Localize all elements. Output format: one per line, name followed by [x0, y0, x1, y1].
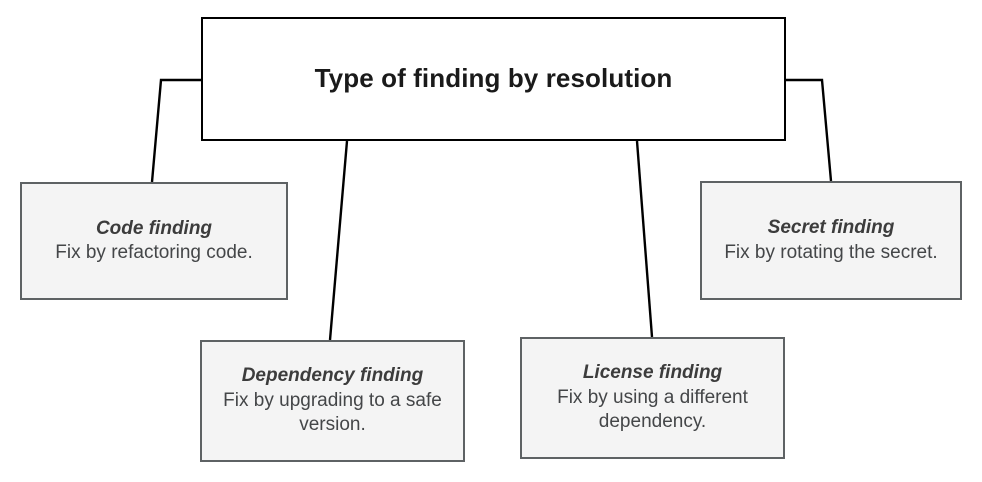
node-secret-finding[interactable]: Secret finding Fix by rotating the secre… — [700, 181, 962, 300]
connector-root-to-dependency — [328, 140, 349, 341]
node-dependency-finding-title: Dependency finding — [241, 365, 424, 387]
connector-root-to-license — [635, 140, 654, 338]
node-license-finding-description: Fix by using a different dependency. — [557, 387, 748, 433]
node-root-label: Type of finding by resolution — [314, 63, 673, 94]
node-code-finding[interactable]: Code finding Fix by refactoring code. — [20, 182, 288, 300]
connector-root-to-secret — [786, 78, 833, 182]
node-secret-finding-description: Fix by rotating the secret. — [724, 241, 938, 263]
node-dependency-finding-description: Fix by upgrading to a safe version. — [223, 390, 442, 436]
node-code-finding-title: Code finding — [95, 217, 213, 239]
node-secret-finding-title: Secret finding — [767, 217, 895, 238]
node-code-finding-description: Fix by refactoring code. — [55, 242, 253, 264]
node-license-finding-title: License finding — [582, 362, 723, 384]
node-root[interactable]: Type of finding by resolution — [201, 17, 786, 141]
connector-root-to-code — [150, 78, 201, 183]
node-license-finding[interactable]: License finding Fix by using a different… — [520, 337, 785, 459]
node-dependency-finding[interactable]: Dependency finding Fix by upgrading to a… — [200, 340, 465, 462]
